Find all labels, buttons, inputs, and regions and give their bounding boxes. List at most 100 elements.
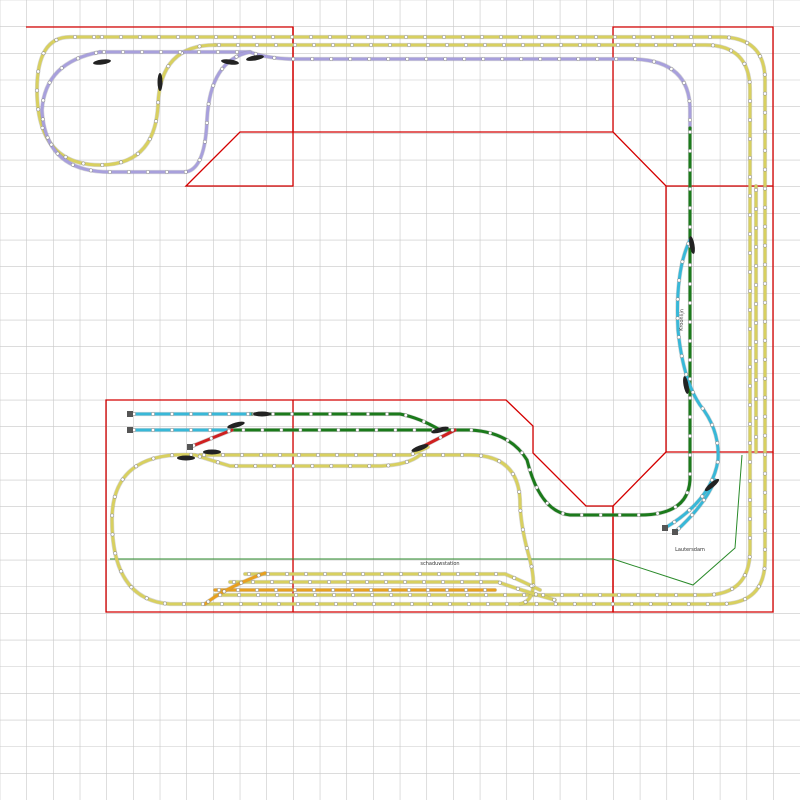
track-joint-icon xyxy=(745,41,749,45)
track-joint-icon xyxy=(730,587,734,591)
track-joint-icon xyxy=(712,592,716,597)
track-joint-icon xyxy=(445,588,449,592)
track-joint-icon xyxy=(763,452,767,457)
track-joint-icon xyxy=(442,35,446,39)
track-joint-icon xyxy=(743,573,747,578)
turnout-icon xyxy=(431,426,449,434)
track-joint-icon xyxy=(754,321,758,325)
track-joint-icon xyxy=(748,517,752,521)
track-joint-icon xyxy=(366,35,370,39)
track-joint-icon xyxy=(221,453,225,457)
track-joint-icon xyxy=(702,498,706,502)
track-joint-icon xyxy=(59,66,64,71)
track-joint-icon xyxy=(635,43,639,47)
turnout-icon xyxy=(704,478,720,492)
track-joint-icon xyxy=(597,43,601,47)
track-joint-icon xyxy=(594,35,598,39)
track-joint-icon xyxy=(317,428,322,432)
track-joint-icon xyxy=(236,43,240,47)
track-joint-icon xyxy=(512,576,517,580)
track-joint-icon xyxy=(576,57,581,61)
track-joint-icon xyxy=(462,57,467,61)
track-joint-icon xyxy=(475,572,479,576)
track-joint-icon xyxy=(208,412,212,416)
track-joint-icon xyxy=(189,428,193,432)
track-joint-icon xyxy=(371,602,376,606)
track-joint-icon xyxy=(290,35,294,39)
branch-station-label: Lautersdam xyxy=(675,547,705,553)
track-joint-icon xyxy=(236,588,240,592)
track-joint-icon xyxy=(312,588,316,592)
track-joint-icon xyxy=(293,588,297,592)
track-joint-icon xyxy=(763,528,767,533)
track-joint-icon xyxy=(217,43,221,47)
track-joint-icon xyxy=(409,602,414,606)
track-joint-icon xyxy=(240,453,244,457)
track-joint-icon xyxy=(100,163,105,167)
track-joint-icon xyxy=(690,513,694,517)
track-joint-icon xyxy=(688,118,692,122)
upper-loop-outer xyxy=(98,50,692,130)
track-joint-icon xyxy=(217,588,221,592)
track-joint-icon xyxy=(147,137,152,142)
track-joint-icon xyxy=(688,358,692,362)
track-joint-icon xyxy=(271,35,275,39)
track-joint-icon xyxy=(754,207,758,211)
track-joint-icon xyxy=(748,346,752,350)
track-joint-icon xyxy=(688,206,692,210)
track-joint-icon xyxy=(552,597,557,602)
track-joint-icon xyxy=(617,513,622,517)
track-joint-icon xyxy=(202,139,207,144)
turnout-icon xyxy=(221,59,239,65)
track-joint-icon xyxy=(259,453,263,457)
track-joint-icon xyxy=(559,43,563,47)
track-joint-icon xyxy=(748,384,752,388)
buffer-stop-icon xyxy=(127,411,133,417)
baseboard-top-left xyxy=(26,26,294,187)
track-joint-icon xyxy=(100,35,104,39)
track-joint-icon xyxy=(350,588,354,592)
track-joint-icon xyxy=(151,428,155,432)
baseboard-top-right xyxy=(612,26,774,187)
track-joint-icon xyxy=(197,158,202,162)
track-joint-icon xyxy=(208,428,212,432)
track-joint-icon xyxy=(727,35,731,40)
track-joint-icon xyxy=(763,357,767,362)
track-joint-icon xyxy=(275,593,279,597)
track-joint-icon xyxy=(679,354,684,358)
track-joint-icon xyxy=(748,251,752,255)
track-joint-icon xyxy=(715,460,720,464)
track-joints xyxy=(35,35,767,606)
track-joint-icon xyxy=(197,454,202,459)
track-joint-icon xyxy=(238,602,243,606)
track-joint-icon xyxy=(598,513,603,517)
track-joint-icon xyxy=(304,572,308,576)
track-joint-icon xyxy=(183,169,188,174)
track-joint-icon xyxy=(418,572,422,576)
track-joint-icon xyxy=(494,572,498,576)
track-joint-icon xyxy=(763,338,767,343)
track-joint-icon xyxy=(527,467,532,472)
track-joint-icon xyxy=(754,245,758,249)
turnout-icon xyxy=(93,59,111,65)
track-joint-icon xyxy=(763,281,767,286)
track-joint-icon xyxy=(252,35,256,39)
track-joint-icon xyxy=(404,35,408,39)
baseboard-top-middle xyxy=(292,27,613,133)
track-joint-icon xyxy=(94,50,99,55)
track-joint-icon xyxy=(113,551,118,556)
track-joint-icon xyxy=(119,35,123,39)
track-joint-icon xyxy=(312,43,316,47)
track-joint-icon xyxy=(232,580,236,584)
track-joint-icon xyxy=(700,406,705,411)
baseboard-outlines xyxy=(26,26,774,613)
track-joint-icon xyxy=(464,43,468,47)
track-joint-icon xyxy=(384,580,388,584)
track-joint-icon xyxy=(49,142,54,147)
baseboard-bottom-left xyxy=(105,399,614,613)
track-joint-icon xyxy=(677,278,681,283)
track-layer xyxy=(34,34,768,607)
track-joint-icon xyxy=(352,602,357,606)
track-joint-icon xyxy=(485,602,490,606)
track-joint-icon xyxy=(673,505,678,509)
